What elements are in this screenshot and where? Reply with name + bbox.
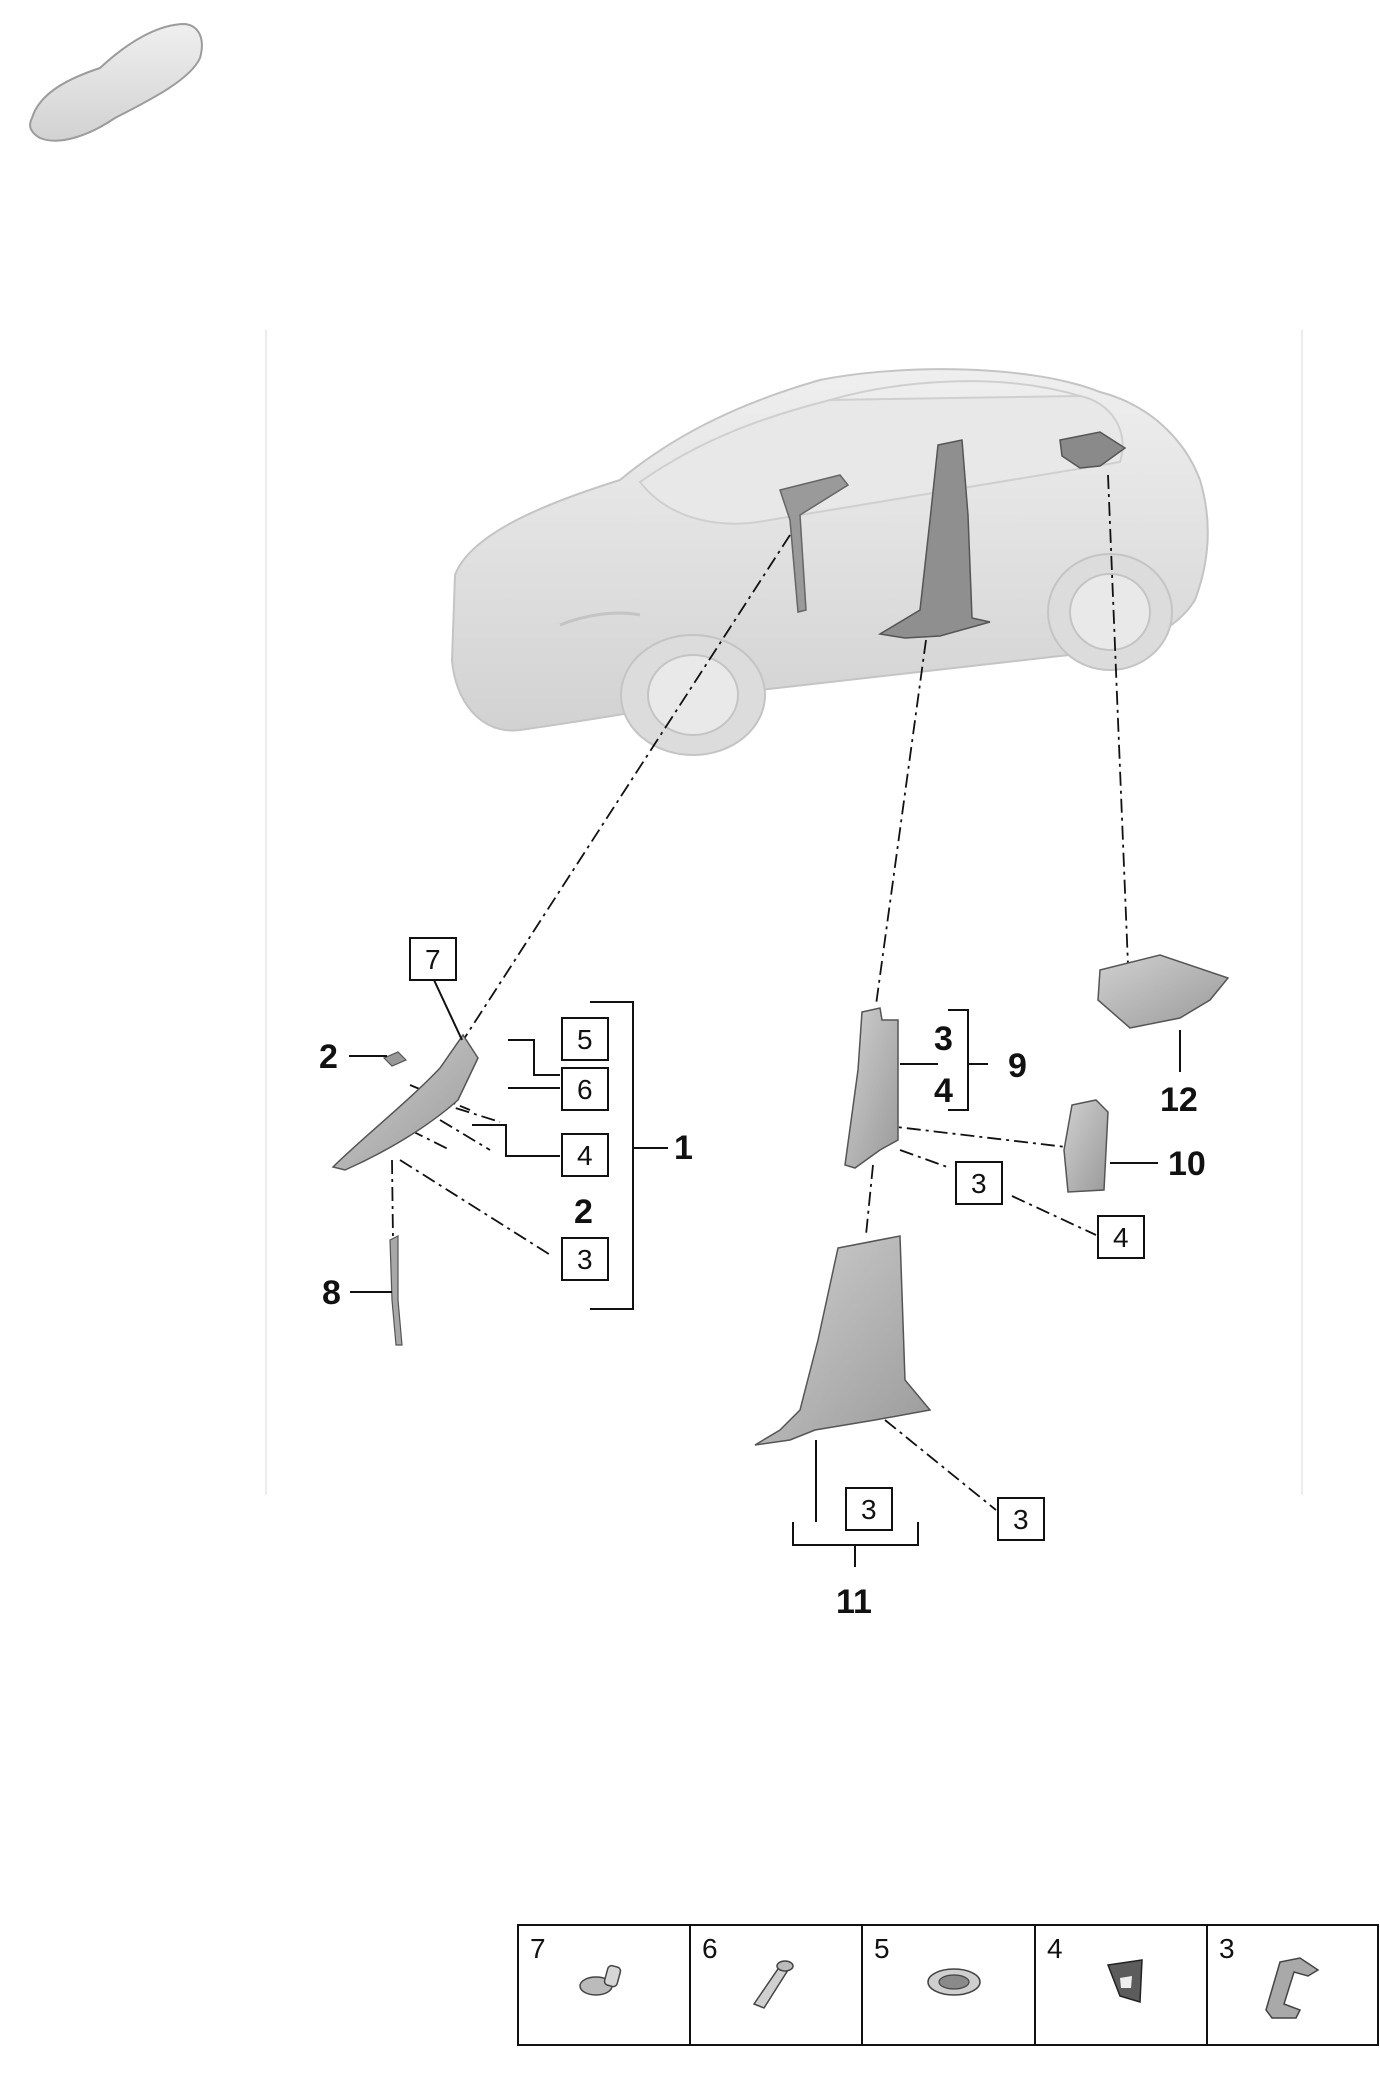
callout-2-lower: 2 [574, 1193, 593, 1231]
box-ref-3-bottom-right: 3 [997, 1497, 1045, 1541]
svg-text:3: 3 [577, 1244, 593, 1275]
pin-icon [752, 1960, 794, 2009]
fastener-legend: 7 6 5 4 3 [517, 1924, 1379, 2046]
svg-text:4: 4 [577, 1140, 593, 1171]
callout-lines [349, 979, 1181, 1567]
c-pillar-bracket-part-12 [1097, 954, 1230, 1029]
svg-text:7: 7 [425, 944, 441, 975]
callout-10: 10 [1168, 1145, 1206, 1183]
pad-icon [1106, 1959, 1143, 2003]
legend-number-7: 7 [530, 1933, 546, 1964]
callout-12: 12 [1160, 1081, 1198, 1119]
box-ref-3-mid: 3 [955, 1161, 1003, 1205]
seal-strip-part-8 [389, 1235, 403, 1346]
svg-text:3: 3 [861, 1494, 877, 1525]
legend-number-5: 5 [874, 1933, 890, 1964]
box-ref-7: 7 [409, 937, 457, 981]
b-pillar-upper-trim-part [844, 1007, 899, 1169]
callout-11: 11 [836, 1583, 872, 1621]
callout-9-sub-3: 3 [934, 1020, 953, 1058]
a-pillar-trim-part [331, 1033, 479, 1171]
svg-text:6: 6 [577, 1074, 593, 1105]
box-ref-3-left: 3 [561, 1237, 609, 1281]
callout-2-upper: 2 [319, 1038, 338, 1076]
callout-8: 8 [322, 1274, 341, 1312]
clip-icon [1265, 1957, 1320, 2019]
callout-9: 9 [1008, 1047, 1027, 1085]
screw-icon [579, 1964, 622, 1996]
legend-number-4: 4 [1047, 1933, 1063, 1964]
box-ref-6: 6 [561, 1067, 609, 1111]
clip-part-2 [382, 1051, 408, 1067]
svg-text:4: 4 [1113, 1222, 1129, 1253]
belt-cover-part-10 [1063, 1099, 1109, 1193]
callout-9-sub-4: 4 [934, 1072, 953, 1110]
svg-text:3: 3 [1013, 1504, 1029, 1535]
legend-number-6: 6 [702, 1933, 718, 1964]
callout-1: 1 [674, 1129, 693, 1167]
svg-text:3: 3 [971, 1168, 987, 1199]
b-pillar-lower-trim-part [754, 1235, 932, 1446]
vehicle-illustration [450, 368, 1209, 756]
box-ref-5: 5 [561, 1017, 609, 1061]
grommet-icon [927, 1968, 981, 1996]
box-ref-4-mid: 4 [1097, 1215, 1145, 1259]
legend-number-3: 3 [1219, 1933, 1235, 1964]
box-ref-4-left: 4 [561, 1133, 609, 1177]
box-ref-3-bottom-left: 3 [845, 1487, 893, 1531]
svg-text:5: 5 [577, 1024, 593, 1055]
vehicle-thumbnail [29, 22, 203, 142]
leader-lines [391, 474, 1129, 1511]
